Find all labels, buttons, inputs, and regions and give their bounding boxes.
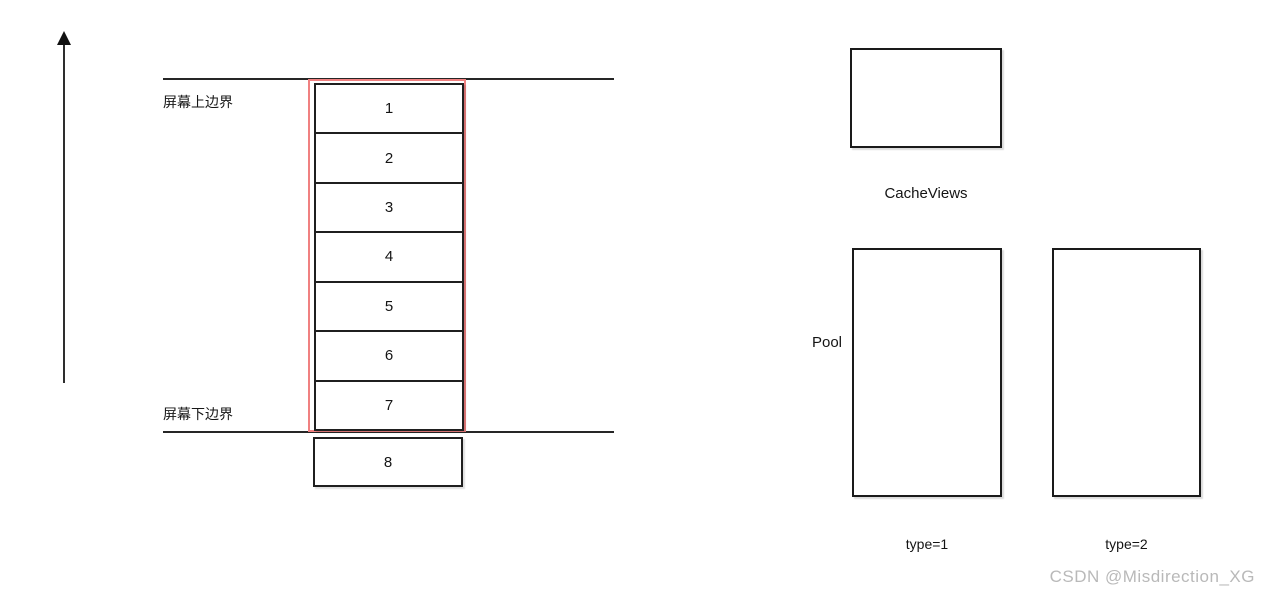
cacheviews-box bbox=[850, 48, 1002, 148]
list-item-cell: 4 bbox=[316, 231, 462, 280]
pool-type2-box bbox=[1052, 248, 1201, 497]
pool-label: Pool bbox=[811, 334, 842, 351]
list-item-cell: 3 bbox=[316, 181, 462, 231]
csdn-watermark: CSDN @Misdirection_XG bbox=[1049, 567, 1255, 586]
visible-cells-stack: 1 2 3 4 5 6 7 bbox=[314, 83, 464, 431]
list-item-cell: 1 bbox=[384, 100, 394, 118]
list-item-cell: 7 bbox=[316, 379, 462, 429]
cacheviews-label: CacheViews bbox=[884, 185, 968, 202]
list-item-cell: 2 bbox=[316, 132, 462, 181]
list-item-cell: 5 bbox=[316, 280, 462, 330]
pool-type1-box bbox=[852, 248, 1002, 497]
screen-bottom-boundary-line bbox=[163, 431, 614, 433]
list-item-cell: 6 bbox=[316, 330, 462, 379]
screen-top-boundary-label: 屏幕上边界 bbox=[163, 94, 233, 110]
pool-type1-label: type=1 bbox=[905, 536, 949, 552]
pool-type2-label: type=2 bbox=[1105, 536, 1148, 552]
offscreen-cell: 8 bbox=[313, 437, 463, 487]
arrow-up-icon bbox=[57, 31, 71, 45]
viewport-red-outline bbox=[308, 79, 466, 432]
screen-bottom-boundary-label: 屏幕下边界 bbox=[163, 406, 233, 422]
scroll-direction-arrow-line bbox=[63, 44, 65, 383]
